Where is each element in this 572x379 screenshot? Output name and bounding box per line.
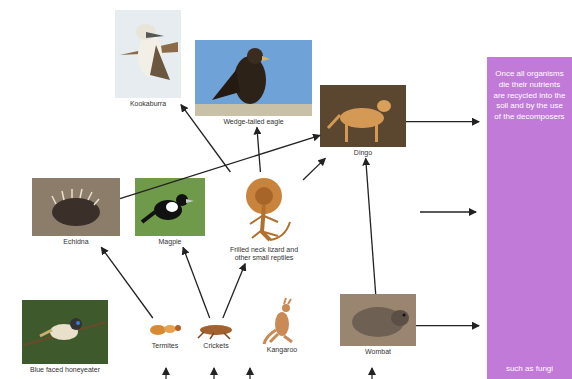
kookaburra-photo — [115, 10, 181, 98]
organism-label: Frilled neck lizard and other small rept… — [225, 244, 303, 264]
organism-label: Blue faced honeyeater — [22, 364, 108, 375]
organism-node: Frilled neck lizard and other small rept… — [225, 172, 303, 264]
organism-label: Crickets — [195, 340, 237, 351]
organism-node: Echidna — [32, 178, 120, 247]
photo-space — [115, 10, 181, 98]
organism-node: Blue faced honeyeater — [22, 300, 108, 375]
panel-note: such as fungi — [491, 364, 568, 374]
organism-label: Kookaburra — [115, 98, 181, 109]
photo-space — [195, 318, 237, 340]
photo-space — [320, 85, 406, 147]
photo-space — [135, 178, 205, 236]
panel-text: Once all organisms die their nutrients a… — [487, 57, 572, 123]
organism-label: Dingo — [320, 147, 406, 158]
magpie-photo — [135, 178, 205, 236]
organism-label: Magpie — [135, 236, 205, 247]
feeding-arrow — [303, 158, 325, 180]
organism-node: Termites — [145, 318, 185, 351]
feeding-arrow — [181, 105, 230, 172]
honeyeater-photo — [22, 300, 108, 364]
organism-node: Magpie — [135, 178, 205, 247]
photo-space — [225, 172, 303, 244]
dingo-photo — [320, 85, 406, 147]
feeding-arrow — [416, 325, 479, 326]
feeding-arrow — [257, 127, 260, 172]
feeding-arrow — [223, 264, 245, 318]
stub-arrows — [166, 368, 372, 379]
organism-node: Dingo — [320, 85, 406, 158]
organism-label: Termites — [145, 340, 185, 351]
photo-space — [32, 178, 120, 236]
organism-label: Kangaroo — [262, 344, 302, 355]
photo-space — [262, 296, 302, 344]
organism-label: Wedge-tailed eagle — [195, 116, 312, 127]
decomposer-panel: Once all organisms die their nutrients a… — [487, 57, 572, 379]
photo-space — [195, 40, 312, 116]
feeding-arrow — [120, 135, 320, 198]
photo-space — [22, 300, 108, 364]
photo-space — [340, 294, 416, 346]
echidna-photo — [32, 178, 120, 236]
feeding-arrow — [101, 247, 153, 318]
feeding-arrow — [183, 247, 210, 318]
flow-arrow — [420, 211, 476, 213]
lizard-photo — [246, 178, 290, 240]
organism-node: Kookaburra — [115, 10, 181, 109]
feeding-arrow — [406, 121, 479, 122]
organism-label: Echidna — [32, 236, 120, 247]
photo-space — [145, 318, 185, 340]
eagle-photo — [195, 40, 312, 116]
organism-node: Wombat — [340, 294, 416, 357]
organism-label: Wombat — [340, 346, 416, 357]
feeding-arrow — [366, 158, 376, 294]
organism-node: Wedge-tailed eagle — [195, 40, 312, 127]
kangaroo-figure — [264, 298, 292, 344]
cricket-figure — [198, 325, 232, 339]
organism-node: Crickets — [195, 318, 237, 351]
termite-figure — [150, 325, 181, 335]
organism-node: Kangaroo — [262, 296, 302, 355]
wombat-photo — [340, 294, 416, 346]
